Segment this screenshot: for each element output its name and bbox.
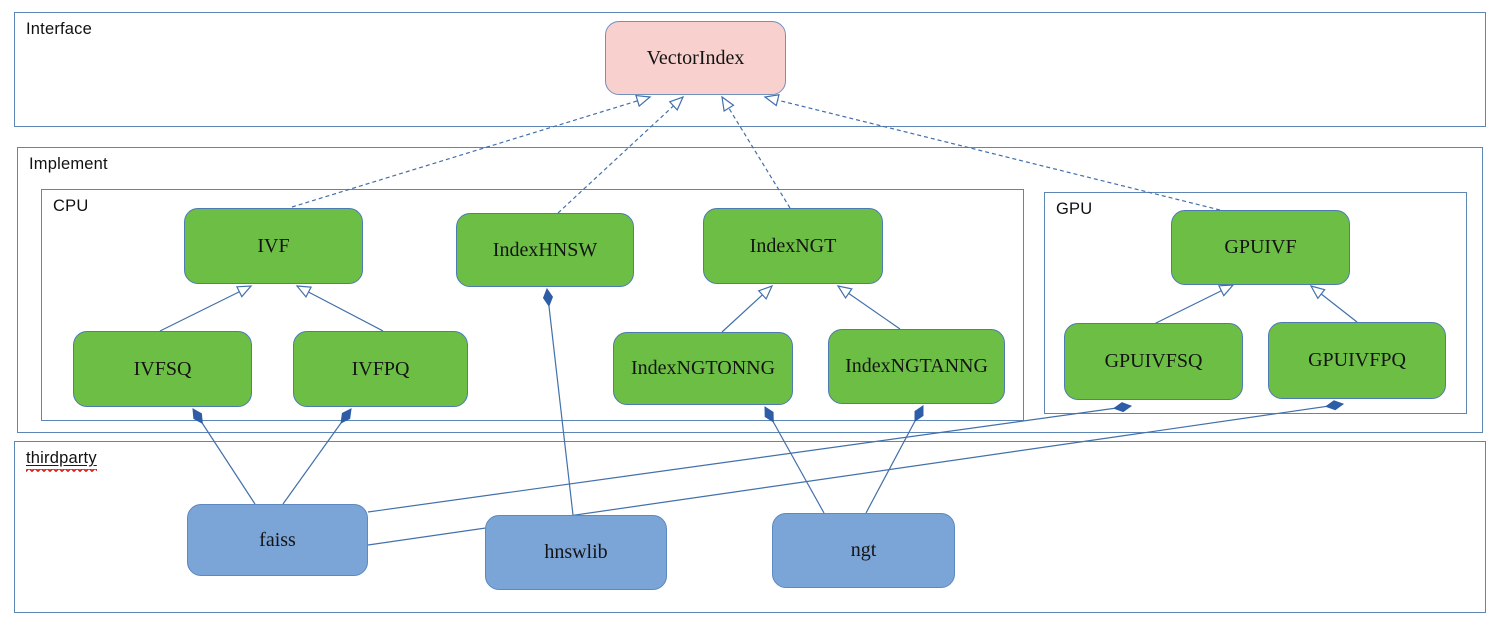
edge-faiss-gpuivfsq <box>367 402 1133 513</box>
edge-ivfsq-ivf <box>159 286 251 332</box>
node-gpuivfsq-label: GPUIVFSQ <box>1104 350 1203 372</box>
edge-faiss-ivfsq <box>192 408 256 505</box>
node-indexhnsw: IndexHNSW <box>456 213 634 287</box>
node-ivfpq: IVFPQ <box>293 331 468 407</box>
edge-indexngt-vectorindex <box>722 97 791 209</box>
node-faiss: faiss <box>187 504 368 576</box>
edge-hnswlib-indexhnsw <box>542 287 574 516</box>
thirdparty-container: thirdparty <box>14 441 1486 613</box>
edge-indexngtonng-indexngt <box>721 286 772 333</box>
edge-faiss-ivfpq <box>282 408 352 505</box>
node-hnswlib: hnswlib <box>485 515 667 590</box>
node-indexngtonng-label: IndexNGTONNG <box>630 357 776 379</box>
node-vectorindex: VectorIndex <box>605 21 786 95</box>
edge-ivf-vectorindex <box>291 97 650 208</box>
node-ivf: IVF <box>184 208 363 284</box>
node-indexngtanng: IndexNGTANNG <box>828 329 1005 404</box>
node-ivf-label: IVF <box>257 234 290 257</box>
edge-indexhnsw-vectorindex <box>557 97 683 214</box>
gpu-label: GPU <box>1056 200 1093 218</box>
edge-gpuivfsq-gpuivf <box>1151 285 1233 326</box>
node-ngt-label: ngt <box>850 539 877 561</box>
node-gpuivfsq: GPUIVFSQ <box>1064 323 1243 400</box>
edge-indexngtanng-indexngt <box>838 286 901 330</box>
node-indexngtonng: IndexNGTONNG <box>613 332 793 405</box>
node-ivfpq-label: IVFPQ <box>351 357 410 380</box>
node-indexngt: IndexNGT <box>703 208 883 284</box>
node-hnswlib-label: hnswlib <box>544 541 608 563</box>
interface-label: Interface <box>26 20 93 38</box>
gpu-container: GPU <box>1044 192 1467 414</box>
edge-ivfpq-ivf <box>297 286 384 332</box>
edge-ngt-indexngtanng <box>865 405 924 514</box>
node-gpuivfpq: GPUIVFPQ <box>1268 322 1446 399</box>
node-indexhnsw-label: IndexHNSW <box>492 238 598 261</box>
edge-gpuivf-vectorindex <box>765 97 1221 211</box>
node-faiss-label: faiss <box>259 528 296 551</box>
thirdparty-label: thirdparty <box>26 449 97 472</box>
interface-container: Interface <box>14 12 1486 127</box>
node-ivfsq-label: IVFSQ <box>133 357 192 380</box>
node-gpuivfpq-label: GPUIVFPQ <box>1308 349 1406 371</box>
cpu-container: CPU <box>41 189 1024 421</box>
node-gpuivf: GPUIVF <box>1171 210 1350 285</box>
implement-container: Implement <box>17 147 1483 433</box>
cpu-label: CPU <box>53 197 89 215</box>
edge-ngt-indexngtonng <box>764 406 825 514</box>
node-vectorindex-label: VectorIndex <box>646 46 745 69</box>
node-indexngtanng-label: IndexNGTANNG <box>845 355 988 377</box>
node-ngt: ngt <box>772 513 955 588</box>
node-indexngt-label: IndexNGT <box>749 234 837 257</box>
node-gpuivf-label: GPUIVF <box>1224 236 1297 258</box>
edge-gpuivfpq-gpuivf <box>1311 286 1358 323</box>
node-ivfsq: IVFSQ <box>73 331 252 407</box>
implement-label: Implement <box>29 155 108 173</box>
